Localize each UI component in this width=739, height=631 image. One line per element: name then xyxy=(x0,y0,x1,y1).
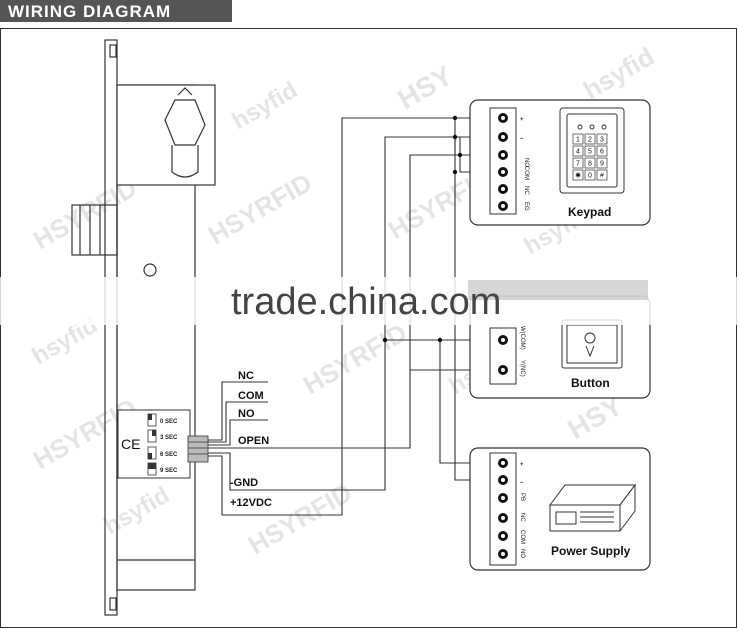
keypad-terminal-eg: EG xyxy=(523,202,529,211)
keypad-key-label: 2 xyxy=(588,137,592,144)
keypad-key-label: 3 xyxy=(600,137,604,144)
delay-3-label: 3 SEC xyxy=(160,435,178,441)
wire-12vdc-label: +12VDC xyxy=(230,497,272,509)
keypad-module: + – NO COM NC EG 1 2 3 4 5 6 7 8 9 ✱ 0 # Keypad xyxy=(469,99,651,226)
wire-com-label: COM xyxy=(238,390,264,402)
power-supply-icon xyxy=(549,483,636,532)
watermark: hsyfid xyxy=(228,76,303,135)
keypad-key xyxy=(572,133,584,145)
watermark: HSY xyxy=(393,59,459,115)
ps-terminal-plus: + xyxy=(520,462,524,468)
keypad-terminal-minus: – xyxy=(520,136,524,142)
keypad-keys: 1 2 3 4 5 6 7 8 9 ✱ 0 # xyxy=(572,133,608,181)
wire-connector xyxy=(187,435,209,463)
banner-text: trade.china.com xyxy=(231,281,501,323)
keypad-terminal-com: COM xyxy=(523,166,529,180)
diagram-header: WIRING DIAGRAM xyxy=(0,0,232,22)
wire-open-label: OPEN xyxy=(238,435,269,447)
keypad-key xyxy=(572,169,584,181)
cylinder-icon xyxy=(164,87,206,178)
junction-dots xyxy=(382,115,463,343)
keypad-key-label: # xyxy=(600,173,604,180)
diagram-title: WIRING DIAGRAM xyxy=(8,2,172,21)
keypad-key-label: 1 xyxy=(576,137,580,144)
keypad-key xyxy=(584,157,596,169)
keypad-key xyxy=(572,157,584,169)
delay-0-label: 0 SEC xyxy=(160,419,178,425)
keypad-key-label: 9 xyxy=(600,161,604,168)
keypad-key-label: 5 xyxy=(588,149,592,156)
button-terminal-ync: Y(NC) xyxy=(519,360,525,377)
keypad-key-label: 7 xyxy=(576,161,580,168)
diagram-frame xyxy=(0,28,737,628)
delay-9-label: 9 SEC xyxy=(160,468,178,474)
power-supply-module: + – PB NC COM NO Power Supply xyxy=(469,447,651,571)
keypad-key-label: 8 xyxy=(588,161,592,168)
power-supply-label: Power Supply xyxy=(551,544,631,558)
watermark-banner: trade.china.com xyxy=(0,277,739,325)
keypad-key xyxy=(584,169,596,181)
delay-switch-panel: 0 SEC 3 SEC 6 SEC 9 SEC CE xyxy=(117,409,191,479)
lock-wires xyxy=(208,381,273,516)
delay-6-label: 6 SEC xyxy=(160,452,178,458)
keypad-terminal-no: NO xyxy=(523,158,529,167)
wire-gnd-label: -GND xyxy=(230,477,258,489)
watermark: hsyfid xyxy=(578,41,659,105)
keypad-key xyxy=(596,169,608,181)
lock-body xyxy=(71,39,216,616)
keypad-key xyxy=(584,133,596,145)
watermark: hsyfid xyxy=(100,481,175,540)
keypad-key xyxy=(596,145,608,157)
keypad-key-label: ✱ xyxy=(575,172,581,180)
ps-terminal-no: NO xyxy=(519,549,525,558)
ce-mark: CE xyxy=(121,436,140,452)
keypad-key xyxy=(596,157,608,169)
button-terminal-wcom: W(COM) xyxy=(519,326,525,350)
ps-terminal-pb: PB xyxy=(519,493,525,501)
keypad-key xyxy=(572,145,584,157)
keypad-device-icon xyxy=(559,107,625,194)
keypad-label: Keypad xyxy=(568,205,611,219)
keypad-terminal-nc: NC xyxy=(523,186,529,195)
wire-no-label: NO xyxy=(238,408,255,420)
keypad-key-label: 6 xyxy=(600,149,604,156)
keypad-key xyxy=(584,145,596,157)
ps-terminal-nc: NC xyxy=(519,513,525,522)
watermark: HSYRFID xyxy=(298,317,412,400)
ps-terminal-com: COM xyxy=(519,530,525,544)
keypad-key xyxy=(596,133,608,145)
keypad-key-label: 0 xyxy=(588,173,592,180)
keypad-terminal-plus: + xyxy=(520,117,524,123)
wire-nc-label: NC xyxy=(238,370,254,382)
button-label: Button xyxy=(571,376,610,390)
watermark: HSYRFID xyxy=(203,167,317,250)
ps-terminal-minus: – xyxy=(520,480,524,486)
keypad-key-label: 4 xyxy=(576,149,580,156)
